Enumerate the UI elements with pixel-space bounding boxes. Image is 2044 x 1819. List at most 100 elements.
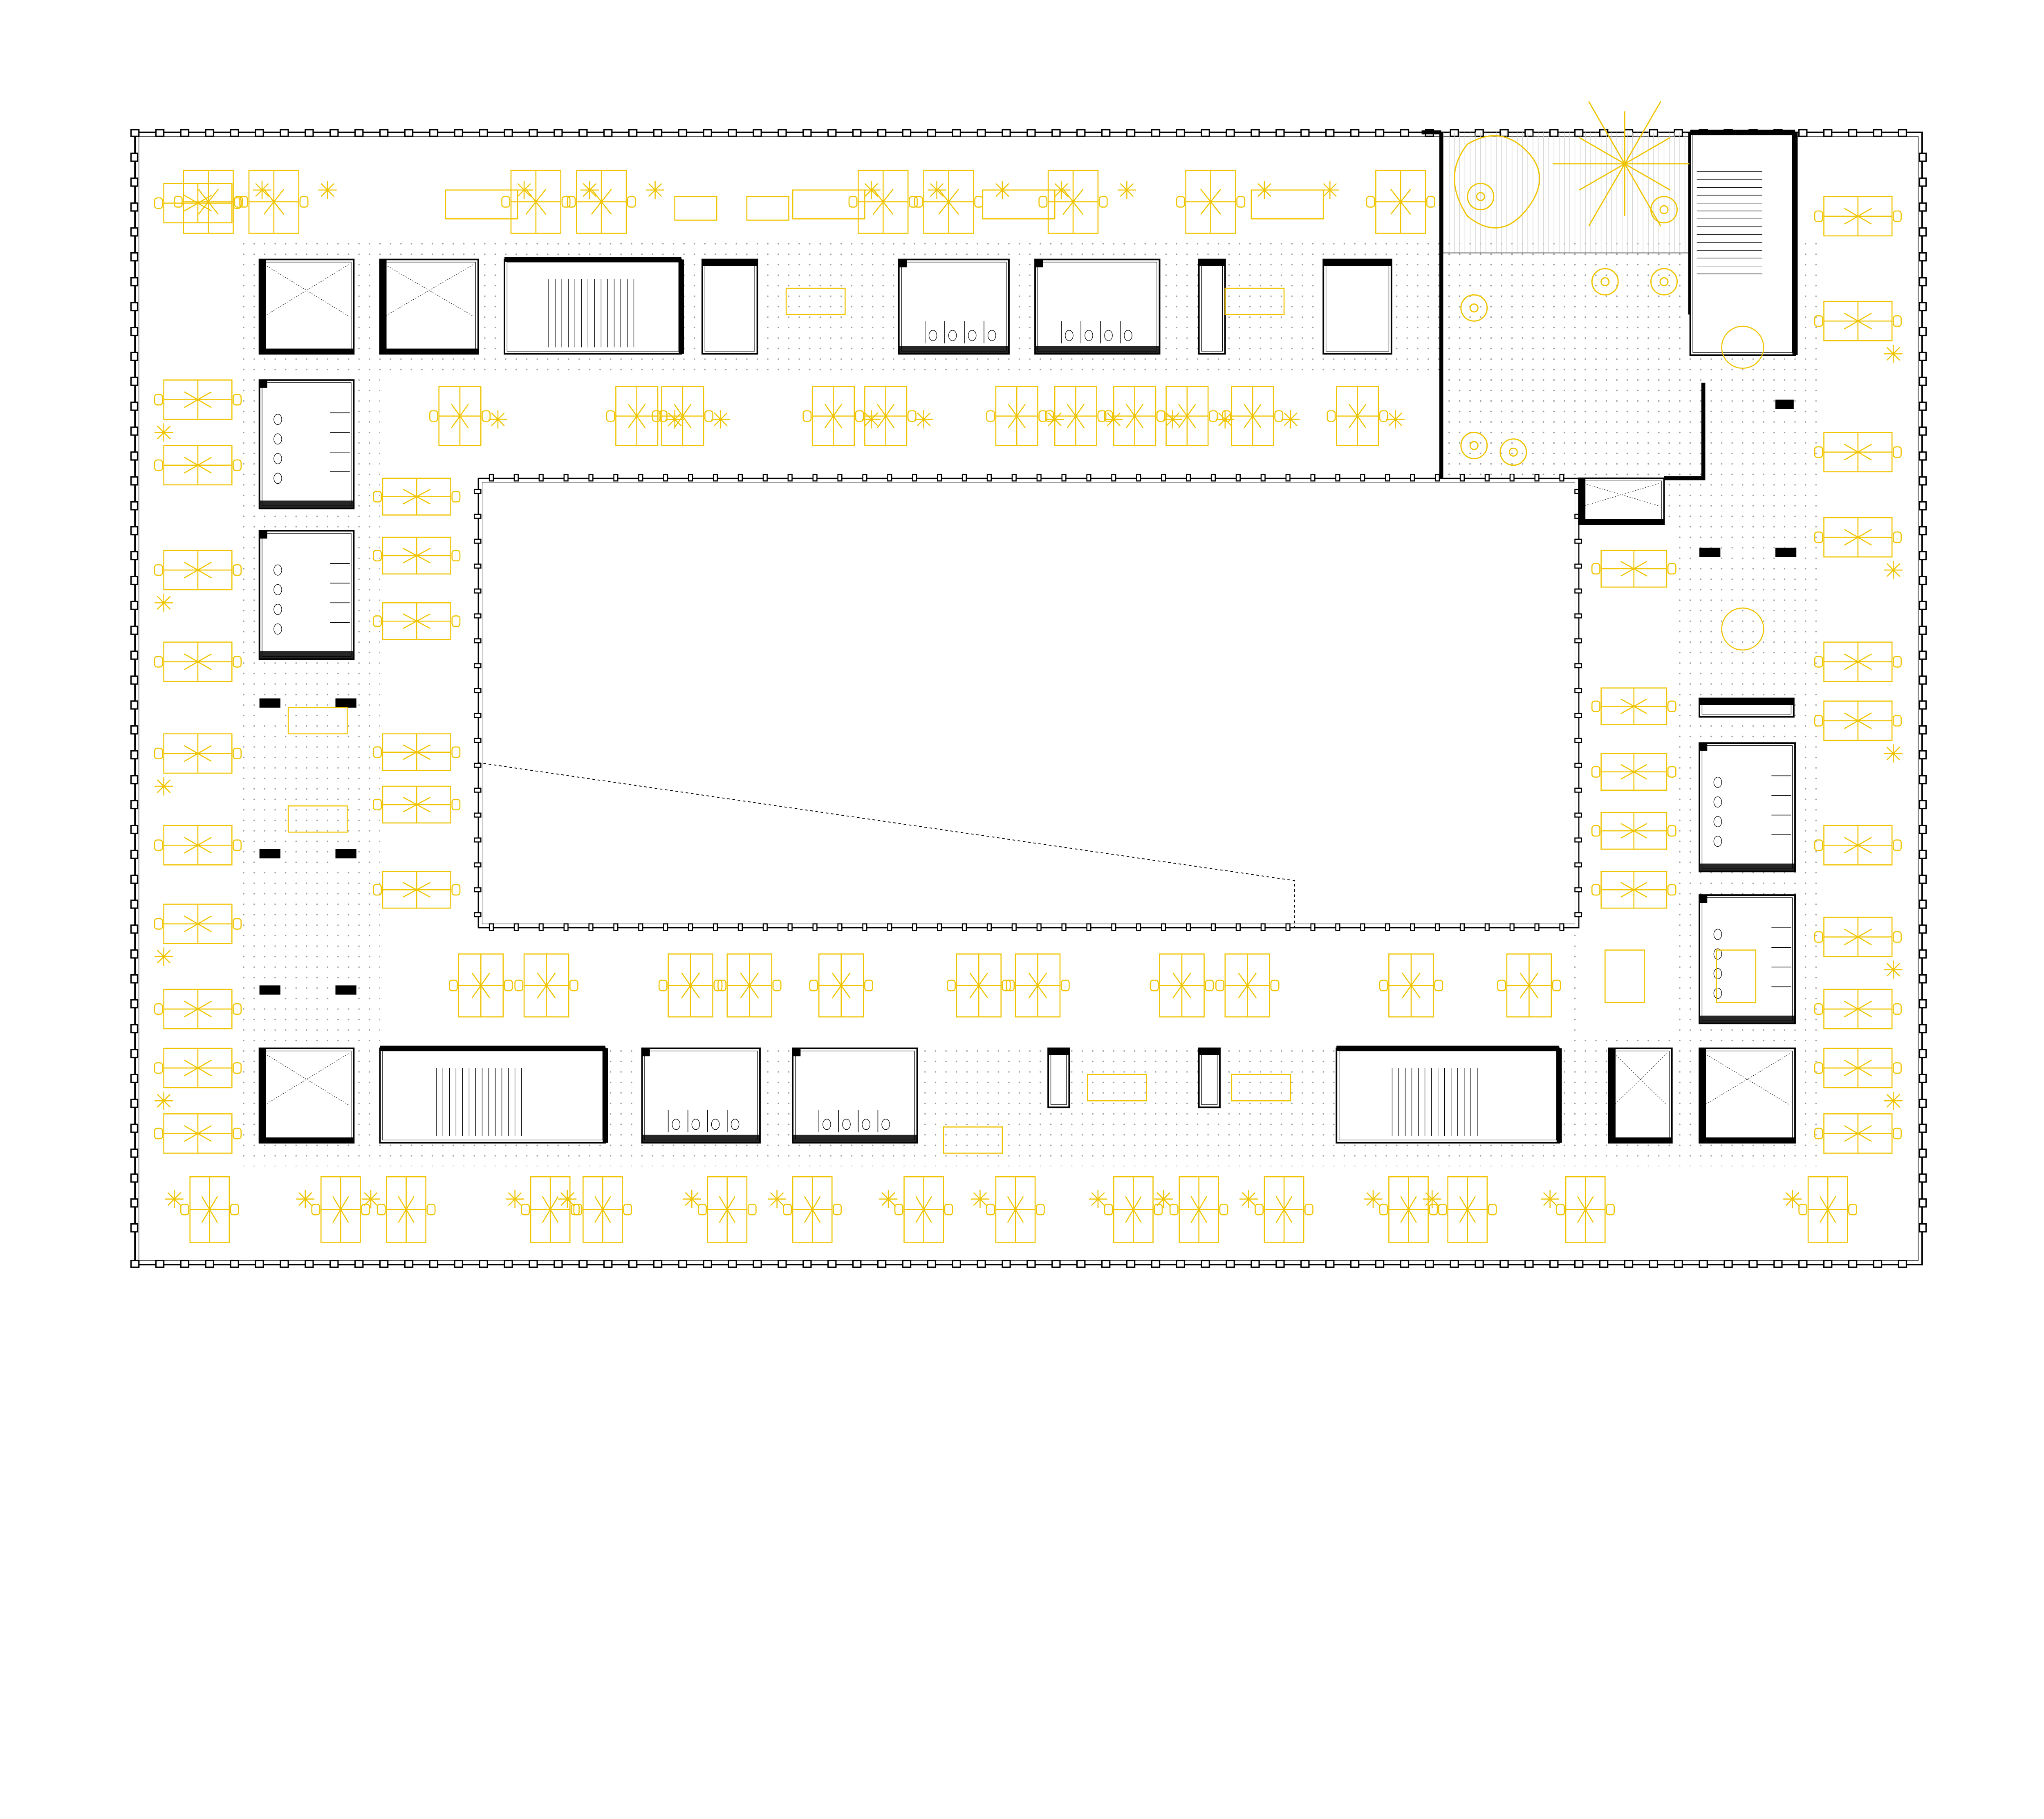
chair-icon [311,1204,320,1216]
mullion [473,538,482,544]
chair-icon [1848,1204,1857,1216]
mullion [130,850,139,859]
meeting-table [1604,949,1645,1003]
mullion [130,924,139,934]
desk-cluster [1814,641,1902,682]
toilet-icon [1713,988,1722,999]
toilet-icon [1713,776,1722,788]
mullion [130,153,139,162]
plant-icon [1386,410,1405,429]
chair-icon [1169,1204,1179,1216]
plant-leaf [1054,419,1062,426]
chair-icon [573,1204,583,1216]
chair-icon [561,196,571,208]
mullion [1918,675,1927,685]
plant-leaf [917,412,924,420]
desk-items [1844,444,1872,461]
mullion [1574,738,1582,743]
toilet-block-outline [258,379,355,509]
elevator-core-outline [379,258,479,355]
elevator-core [1699,1047,1796,1144]
mullion [1051,1260,1061,1268]
mullion [1918,501,1927,511]
desk-items [1844,1000,1872,1018]
plant-leaf [1218,419,1226,426]
plant-icon [1216,410,1235,429]
plant-leaf [871,419,879,426]
chair-icon [233,564,242,576]
desk-items [1062,189,1084,215]
desk-cluster [1176,170,1246,234]
desk-items [1275,1196,1293,1223]
chair-icon [658,980,668,991]
toilet-block [898,258,1010,355]
mullion [1918,327,1927,336]
mullion [638,473,643,482]
plant-leaf [1432,1192,1439,1200]
desk-items [201,1196,218,1223]
mullion [753,129,762,137]
shaft-outline [702,258,758,355]
mullion [1574,613,1582,619]
desk-cluster [1104,386,1165,446]
plant-leaf [1543,1198,1551,1206]
chair-icon [1667,563,1676,575]
chair-icon [1215,980,1224,991]
plant-icon [928,181,946,200]
plant-leaf [370,1198,378,1206]
toilet-icon [928,330,937,341]
desk-cluster [154,825,242,866]
mullion [812,923,818,931]
wall [1699,698,1794,705]
mullion [1300,129,1310,137]
mullion [404,129,414,137]
plant-leaf [1792,1192,1800,1200]
plant-leaf [1893,753,1901,760]
mullion [1325,1260,1335,1268]
mullion [703,129,712,137]
mullion [180,1260,190,1268]
chair-icon [299,196,309,208]
plant-icon [1364,1190,1383,1209]
plant-leaf [508,1198,515,1206]
mullion [1574,663,1582,668]
desk-cluster [1438,1176,1497,1243]
mullion [230,129,239,137]
desk-items [719,1196,736,1223]
mullion [1061,923,1067,931]
mullion [778,1260,787,1268]
elevator-core-outline [1608,1047,1673,1144]
meeting-table [982,189,1056,220]
chair-icon [373,550,382,562]
plant-leaf [1323,189,1331,197]
plant-leaf [514,1198,522,1206]
desk-items [1844,837,1872,854]
plant-leaf [524,183,531,191]
desk-cluster [848,170,918,234]
desk-items [969,972,988,998]
chair-icon [1591,563,1600,575]
mullion [912,473,917,482]
desk-items [1844,929,1872,946]
mullion [1335,923,1340,931]
chair-icon [909,196,918,208]
plant-leaf [1091,1198,1098,1206]
mullion [1136,923,1141,931]
mullion [1918,1148,1927,1158]
plant-leaf [157,596,164,603]
desk-cluster [1798,1176,1857,1243]
toilet-icon [1085,330,1093,341]
mullion [130,999,139,1009]
plant-leaf [648,189,656,197]
mullion [1724,1260,1733,1268]
plant-leaf [1785,1192,1793,1200]
toilet-icon [1104,330,1113,341]
plant-leaf [364,1198,371,1206]
mullion [1176,1260,1186,1268]
atrium [1421,101,1706,480]
mullion [1898,129,1907,137]
mullion [1918,526,1927,536]
stair-core [1336,1045,1562,1144]
desk-items [938,189,959,215]
desk-cluster [449,953,513,1018]
